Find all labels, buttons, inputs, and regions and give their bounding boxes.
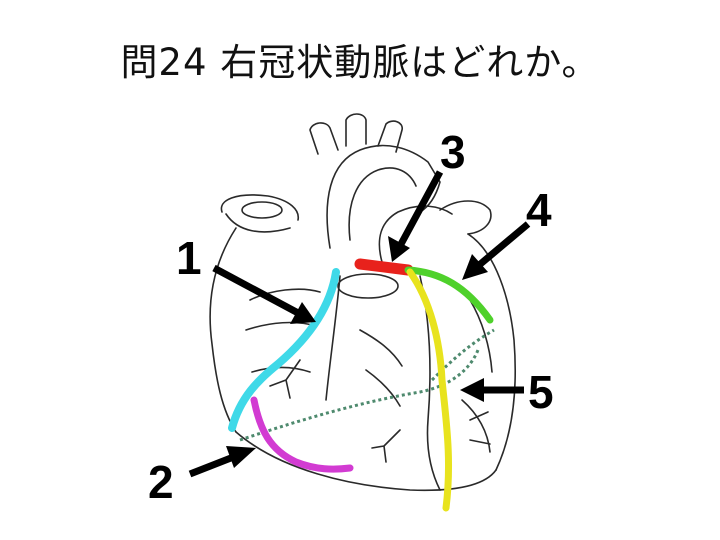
artery-1-cyan xyxy=(228,268,340,432)
label-5: 5 xyxy=(528,366,554,418)
artery-4-green xyxy=(404,266,494,324)
label-arrows xyxy=(188,170,531,478)
cardiac-veins xyxy=(239,328,495,442)
label-2: 2 xyxy=(148,456,174,508)
label-4: 4 xyxy=(526,184,552,236)
label-1: 1 xyxy=(176,232,202,284)
heart-outline xyxy=(209,113,516,492)
artery-5-yellow xyxy=(406,268,453,512)
question-title: 問24 右冠状動脈はどれか。 xyxy=(120,41,600,84)
label-3: 3 xyxy=(440,126,466,178)
artery-3-red xyxy=(354,258,414,276)
artery-2-magenta xyxy=(250,396,354,473)
